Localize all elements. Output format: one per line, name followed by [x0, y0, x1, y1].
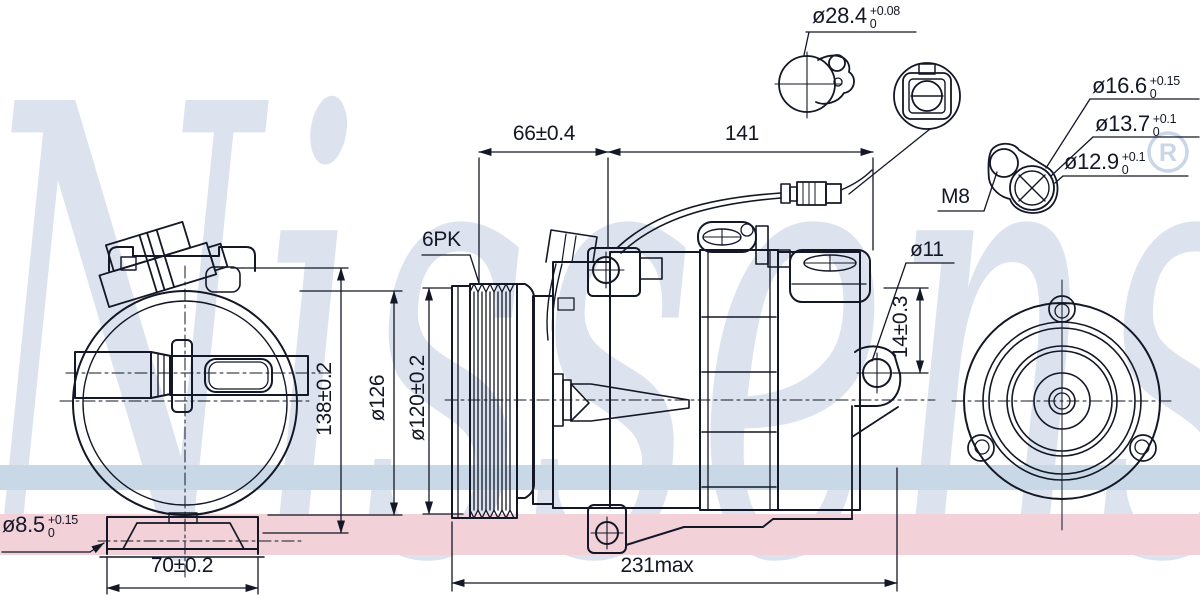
detail-connector	[893, 62, 961, 130]
top-port-boss	[697, 221, 791, 268]
mounting-ear	[851, 345, 902, 520]
thread-spec-m8: M8	[941, 185, 970, 208]
dim-14: 14±0.3	[888, 295, 912, 359]
rear-bolt-lugs	[967, 295, 1157, 462]
dim-diameter-120: ø120±0.2	[405, 354, 429, 442]
front-foot	[99, 512, 265, 558]
cylinder-band	[699, 249, 779, 511]
belt-spec-6pk: 6PK	[422, 228, 461, 251]
dimension-lines	[1, 31, 1200, 595]
dim-138: 138±0.2	[312, 362, 336, 436]
dim-141: 141	[724, 122, 760, 145]
dim-231max: 231max	[620, 554, 694, 577]
front-mounting-arm	[74, 339, 309, 413]
rear-centerlines	[951, 279, 1173, 531]
detail-fitting-m8	[987, 142, 1059, 214]
front-view	[59, 220, 333, 581]
front-connector	[98, 220, 229, 308]
front-centerlines	[59, 265, 333, 581]
dim-diameter-11: ø11	[910, 238, 944, 261]
cable	[617, 169, 873, 254]
dim-diameter-126: ø126	[365, 374, 389, 422]
dim-66: 66±0.4	[512, 122, 576, 145]
side-view	[444, 169, 936, 554]
detail-port-flange	[774, 51, 855, 119]
dim-70: 70±0.2	[150, 554, 214, 577]
registered-trademark-icon: R	[1147, 131, 1189, 173]
rear-port-boss	[789, 249, 871, 303]
top-mount-block	[587, 247, 663, 297]
rear-view	[951, 279, 1173, 531]
shaft-cone	[552, 373, 690, 427]
pulley	[451, 283, 535, 519]
bottom-foot	[552, 504, 853, 554]
svg-text:R: R	[1159, 139, 1177, 167]
